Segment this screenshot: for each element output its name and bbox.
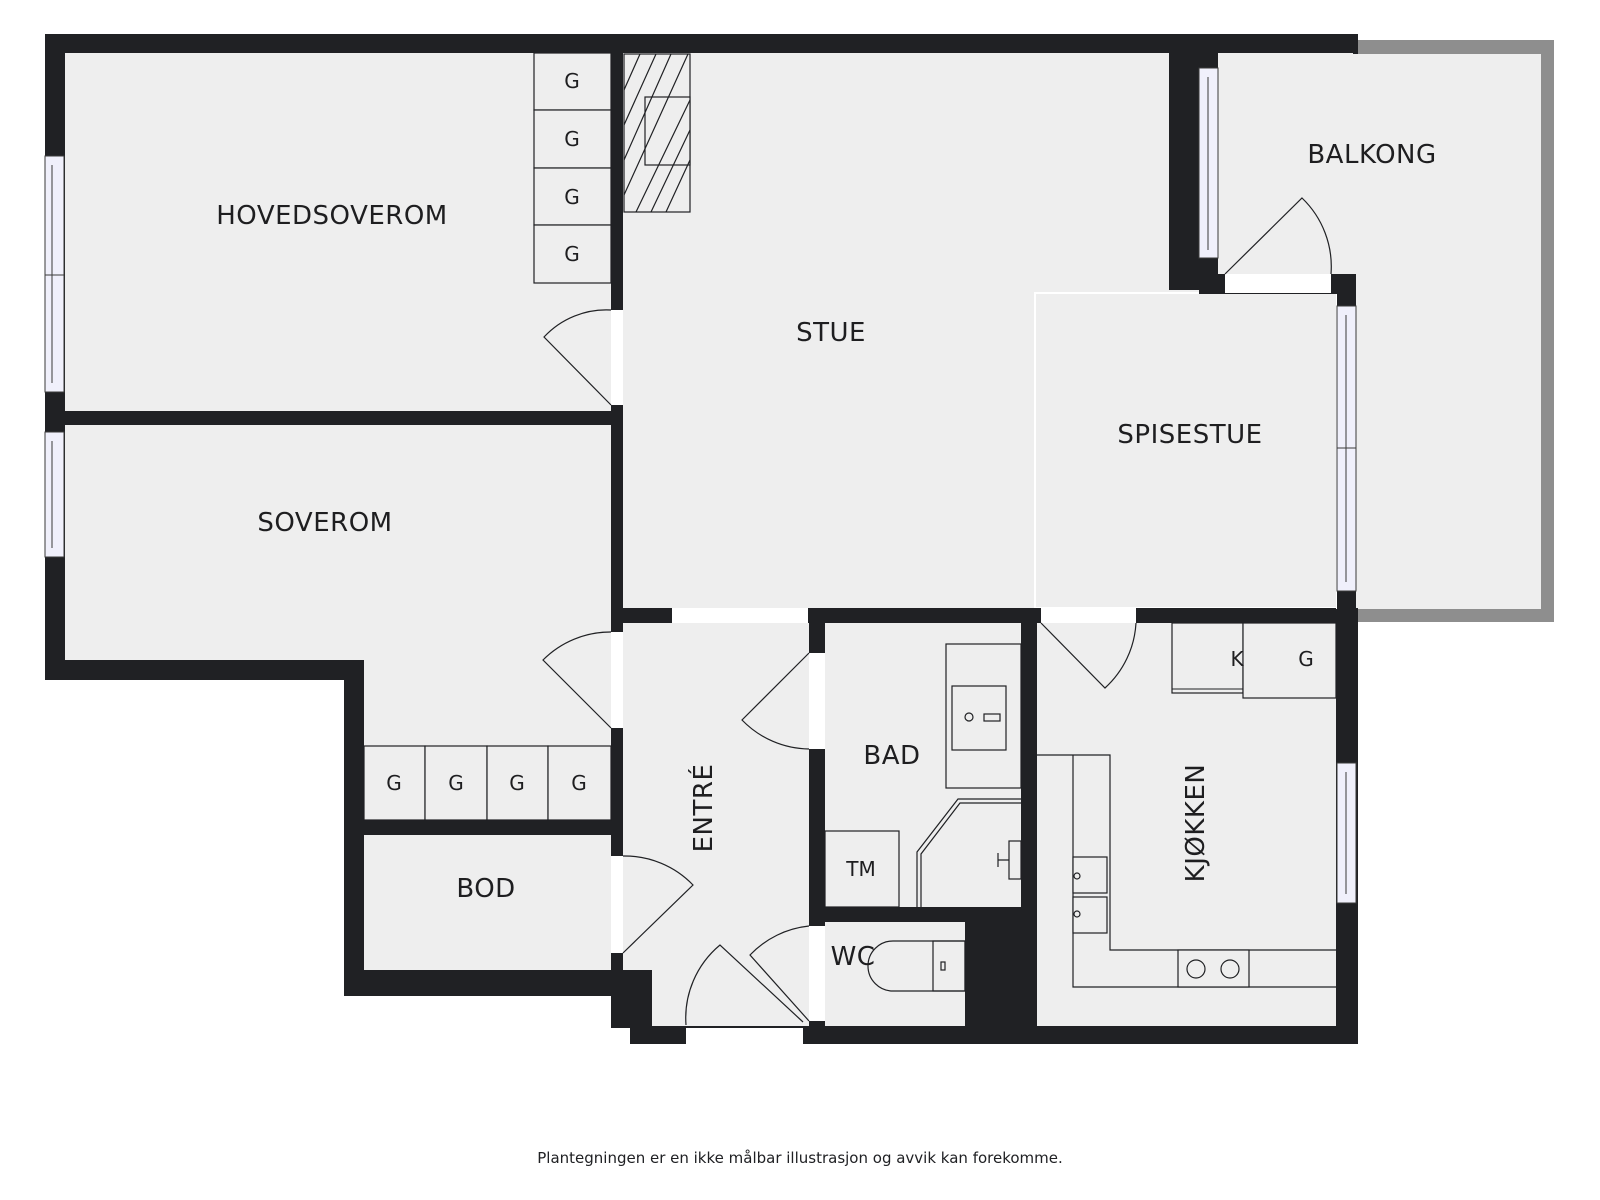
room-label-entre: ENTRÉ [689, 763, 719, 853]
washing-machine-label: TM [846, 857, 876, 881]
wardrobe-label: G [564, 185, 580, 209]
floor-bod [364, 835, 611, 970]
room-label-balkong: BALKONG [1307, 140, 1437, 170]
kitchen-cabinet-label: G [1298, 647, 1314, 671]
floor-soverom [65, 425, 611, 660]
floor-entre-lower [652, 960, 809, 1026]
door-openings [611, 274, 1331, 1044]
floor-hovedsoverom [65, 53, 611, 411]
room-label-wc: WC [830, 942, 876, 972]
room-label-stue: STUE [796, 318, 866, 348]
floor-stue-right [1169, 290, 1337, 608]
wardrobe-label: G [564, 242, 580, 266]
balcony [1340, 40, 1554, 622]
bathroom-fixtures [824, 643, 1022, 992]
kitchen-fixtures [1037, 622, 1337, 988]
room-label-hovedsoverom: HOVEDSOVEROM [216, 201, 448, 231]
wardrobes-hovedsoverom [533, 52, 612, 284]
floor-stue [623, 53, 1169, 608]
room-label-kjokken: KJØKKEN [1181, 763, 1211, 883]
room-label-spisestue: SPISESTUE [1117, 420, 1263, 450]
wardrobe-label: G [448, 771, 464, 795]
windows [44, 67, 1357, 904]
wardrobes-soverom [363, 745, 612, 821]
room-floors [65, 53, 1343, 1026]
disclaimer-text: Plantegningen er en ikke målbar illustra… [537, 1149, 1063, 1167]
floor-entre [623, 623, 809, 973]
wardrobe-label: G [564, 69, 580, 93]
fridge-label: K [1230, 647, 1244, 671]
wardrobe-label: G [571, 771, 587, 795]
wardrobe-label: G [509, 771, 525, 795]
room-label-bad: BAD [863, 741, 921, 771]
wardrobe-label: G [564, 127, 580, 151]
door-swings [542, 197, 1332, 1026]
wardrobe-label: G [386, 771, 402, 795]
fireplace [623, 53, 691, 213]
room-label-bod: BOD [456, 874, 516, 904]
room-label-soverom: SOVEROM [257, 508, 393, 538]
